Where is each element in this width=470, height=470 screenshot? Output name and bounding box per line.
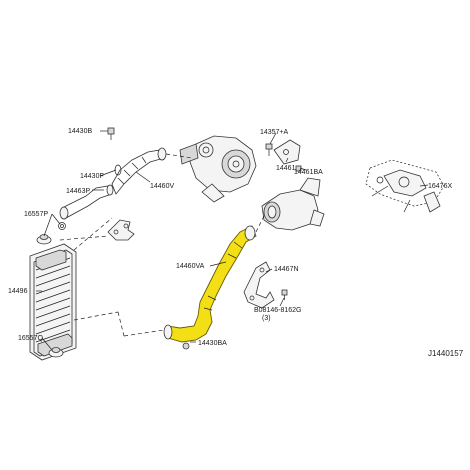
label-16557p: 16557P: [24, 211, 48, 218]
clamp-14430b-icon: [107, 127, 115, 140]
label-14430f: 14430F: [80, 173, 104, 180]
intercooler-hose-14460va[interactable]: [163, 225, 257, 343]
dashed-guide-lines: [59, 153, 265, 337]
label-14463p: 14463P: [66, 188, 90, 195]
engine-reference-view: [365, 159, 445, 213]
label-14460va: 14460VA: [176, 263, 205, 270]
label-14430b: 14430B: [68, 128, 92, 135]
label-14460v: 14460V: [150, 183, 174, 190]
label-14496: 14496: [8, 288, 28, 295]
label-14430ba: 14430BA: [198, 340, 227, 347]
bolt-08146-icon: [281, 289, 288, 300]
inlet-hose-14463p: [59, 184, 114, 220]
bolt-14357a-icon: [265, 143, 273, 156]
label-14467n: 14467N: [274, 266, 299, 273]
bracket-icon: [107, 219, 135, 241]
outlet-pipe-fitting: [261, 177, 325, 231]
bracket-14461-icon: [273, 139, 301, 165]
intercooler-assembly: [29, 243, 77, 361]
mount-rubber-lower-icon: [48, 347, 64, 358]
clamp-14430f-icon: [114, 164, 122, 176]
label-14357a: 14357+A: [260, 129, 289, 136]
clamp-14430ba-icon: [182, 342, 190, 350]
label-16476x: 16476X: [428, 183, 452, 190]
leader-lines: [36, 130, 429, 351]
diagram-id: J1440157: [428, 349, 464, 358]
label-16557q: 16557Q: [18, 335, 43, 342]
bracket-14467n-icon: [243, 261, 275, 309]
label-14461ba: 14461BA: [294, 169, 323, 176]
inlet-hose-14460v: [111, 147, 167, 195]
turbocharger-assembly: [179, 135, 257, 203]
label-08146-qty: (3): [262, 315, 271, 322]
clamp-icon: [58, 222, 66, 230]
label-14461: 14461: [276, 165, 296, 172]
label-08146: B08146-8162G: [254, 307, 301, 314]
